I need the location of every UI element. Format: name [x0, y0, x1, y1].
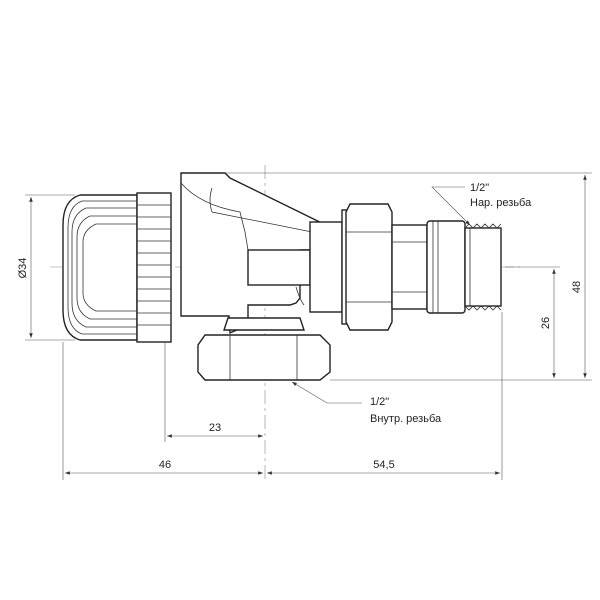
bottom-nut: [197, 317, 331, 381]
diameter-label: Ø34: [17, 258, 29, 279]
dimension-ring-to-axis: 23: [164, 342, 263, 442]
dimension-lengths: 46 54,5: [62, 312, 503, 480]
inner-thread-label: Внутр. резьба: [370, 413, 442, 425]
ring-to-axis-label: 23: [209, 422, 221, 434]
dimension-outlet-height: 26: [505, 266, 560, 378]
dimension-diameter: Ø34: [17, 194, 75, 341]
union-nut: [309, 203, 466, 331]
thermostatic-knob: [62, 192, 172, 343]
inner-thread-size: 1/2": [370, 396, 389, 408]
overall-height-label: 48: [571, 281, 583, 293]
callout-inner-thread: 1/2" Внутр. резьба: [291, 381, 442, 425]
outer-thread: [464, 223, 502, 311]
valve-body: [180, 172, 343, 335]
right-length-label: 54,5: [373, 459, 394, 471]
outer-thread-size: 1/2": [470, 182, 489, 194]
left-length-label: 46: [159, 459, 171, 471]
outer-thread-label: Нар. резьба: [470, 197, 532, 209]
callout-outer-thread: 1/2" Нар. резьба: [431, 182, 532, 226]
outlet-height-label: 26: [540, 317, 552, 329]
dimension-overall-height: 48: [225, 172, 592, 381]
